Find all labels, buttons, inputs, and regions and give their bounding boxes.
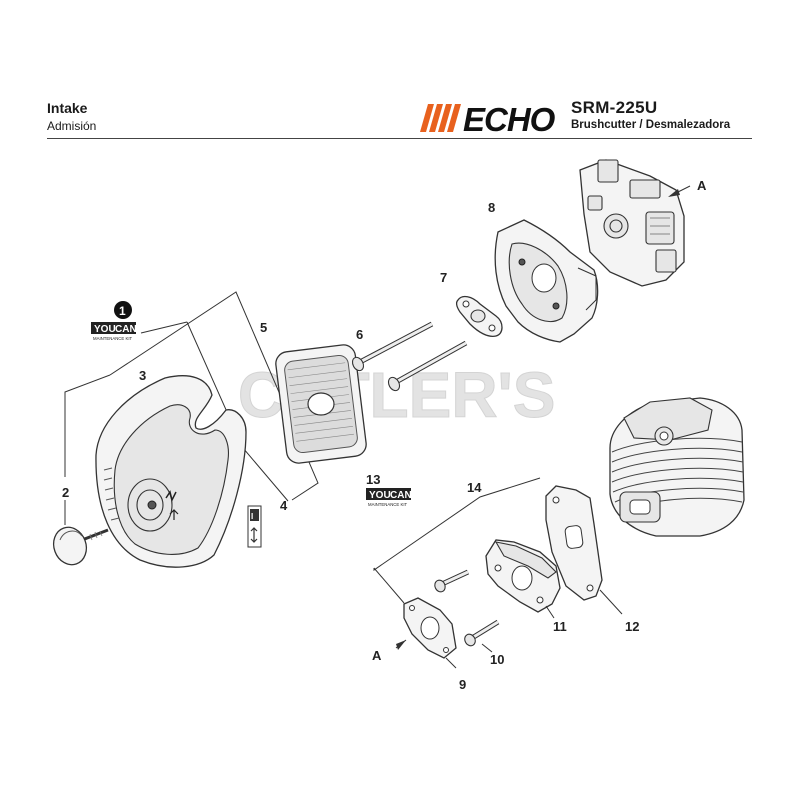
product-description: Brushcutter / Desmalezadora [571,119,731,131]
callout-13: 13 [366,472,380,487]
logo-wordmark: ECHO [463,102,556,134]
air-cleaner-cover [95,375,247,568]
gasket-12 [545,485,603,601]
callout-1: 1 [119,304,126,318]
model-number: SRM-225U [571,98,658,117]
air-cleaner-case [494,219,599,343]
callout-5: 5 [260,320,267,335]
page-title: Intake [47,100,88,116]
leader-12 [599,589,623,615]
page-header-left: Intake Admisión [47,99,96,134]
callout-6: 6 [356,327,363,342]
kit-badge-13: YOU CAN MAINTENANCE KIT [366,488,412,507]
callout-2: 2 [62,485,69,500]
callout-1-circle [114,301,132,319]
spacer [456,295,503,338]
cylinder [609,397,745,537]
leader-10 [481,643,493,653]
page-header-right: SRM-225U Brushcutter / Desmalezadora [571,98,730,133]
svg-text:I: I [251,512,253,521]
callout-14: 14 [467,480,482,495]
kit-badge-1: YOU CAN MAINTENANCE KIT [91,322,137,341]
logo-stripes [420,104,461,132]
air-filter [275,344,367,464]
page-subtitle: Admisión [47,119,97,133]
svg-text:YOU: YOU [94,324,116,335]
callout-4: 4 [280,498,288,513]
long-bolts [351,321,468,392]
cover-knob [52,526,109,566]
carburetor [579,159,685,287]
callout-9: 9 [459,677,466,692]
echo-logo: ECHO [420,102,557,134]
callout-11: 11 [553,619,567,634]
svg-text:CAN: CAN [390,490,412,501]
svg-text:MAINTENANCE KIT: MAINTENANCE KIT [368,502,408,507]
screws-10 [434,569,500,647]
svg-text:YOU: YOU [369,490,391,501]
callout-12: 12 [625,619,639,634]
arrow-a-top [668,189,680,197]
callout-a-top: A [697,178,707,193]
insulator [485,539,561,613]
svg-text:MAINTENANCE KIT: MAINTENANCE KIT [93,336,133,341]
header-divider [47,138,752,139]
arrow-a-bottom [396,640,406,650]
decal: I [247,505,262,548]
callout-3: 3 [139,368,146,383]
gasket-9 [403,597,457,659]
svg-text:CAN: CAN [115,324,137,335]
leader-9 [445,657,457,669]
callout-7: 7 [440,270,447,285]
callout-8: 8 [488,200,495,215]
callout-a-bottom: A [372,648,382,663]
leader-11 [545,605,555,619]
callout-10: 10 [490,652,504,667]
bracket-14 [373,477,541,604]
